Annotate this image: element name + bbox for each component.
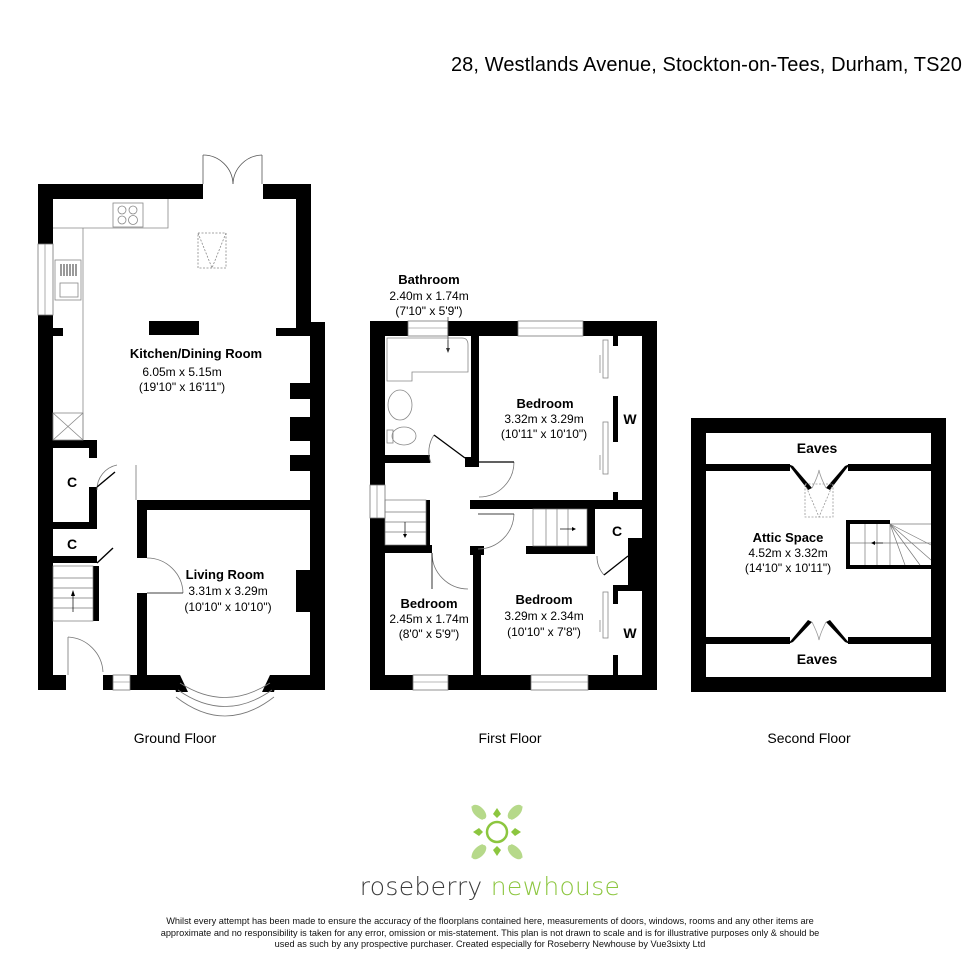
- brand-name-part2: newhouse: [490, 872, 621, 901]
- room-name-bedroom-1: Bedroom: [516, 396, 573, 411]
- room-metric-bedroom-2: 2.45m x 1.74m: [389, 612, 468, 626]
- room-name-attic: Attic Space: [753, 530, 824, 545]
- brand-name-part1: roseberry: [359, 872, 483, 901]
- room-imperial-kitchen: (19'10" x 16'11"): [139, 380, 225, 394]
- cupboard-tag: C: [67, 536, 77, 552]
- room-metric-attic: 4.52m x 3.32m: [748, 546, 827, 560]
- room-name-living-room: Living Room: [186, 567, 265, 582]
- ground-floor-plan: Kitchen/Dining Room 6.05m x 5.15m (19'10…: [37, 154, 325, 717]
- logo-emblem-icon: [471, 804, 523, 860]
- cupboard-tag: C: [67, 474, 77, 490]
- room-metric-bathroom: 2.40m x 1.74m: [389, 289, 468, 303]
- room-imperial-attic: (14'10" x 10'11"): [745, 561, 831, 575]
- second-floor-plan: Eaves Eaves Attic Space 4.52m x 3.32m (1…: [691, 418, 946, 692]
- room-metric-bedroom-3: 3.29m x 2.34m: [504, 609, 583, 623]
- room-imperial-bedroom-3: (10'10" x 7'8"): [507, 625, 581, 639]
- eaves-label-top: Eaves: [797, 440, 838, 456]
- room-imperial-bedroom-1: (10'11" x 10'10"): [501, 427, 587, 441]
- floor-label-first: First Floor: [478, 730, 542, 746]
- disclaimer-text: Whilst every attempt has been made to en…: [160, 916, 820, 949]
- wardrobe-tag: W: [623, 411, 637, 427]
- eaves-label-bottom: Eaves: [797, 651, 838, 667]
- room-metric-kitchen: 6.05m x 5.15m: [142, 365, 221, 379]
- room-name-bathroom: Bathroom: [398, 272, 459, 287]
- room-name-bedroom-2: Bedroom: [400, 596, 457, 611]
- room-metric-living-room: 3.31m x 3.29m: [188, 584, 267, 598]
- room-imperial-bathroom: (7'10" x 5'9"): [395, 304, 462, 318]
- room-name-bedroom-3: Bedroom: [515, 592, 572, 607]
- floor-label-second: Second Floor: [767, 730, 851, 746]
- room-imperial-bedroom-2: (8'0" x 5'9"): [399, 627, 459, 641]
- room-metric-bedroom-1: 3.32m x 3.29m: [504, 412, 583, 426]
- property-address: 28, Westlands Avenue, Stockton-on-Tees, …: [450, 54, 962, 76]
- room-imperial-living-room: (10'10" x 10'10"): [184, 600, 271, 614]
- cupboard-tag: C: [612, 523, 622, 539]
- first-floor-plan: Bathroom 2.40m x 1.74m (7'10" x 5'9") Be…: [369, 272, 657, 691]
- room-name-kitchen: Kitchen/Dining Room: [130, 346, 262, 361]
- wardrobe-tag: W: [623, 625, 637, 641]
- brand-logo-text: roseberry newhouse: [0, 872, 980, 901]
- floor-label-ground: Ground Floor: [133, 730, 217, 746]
